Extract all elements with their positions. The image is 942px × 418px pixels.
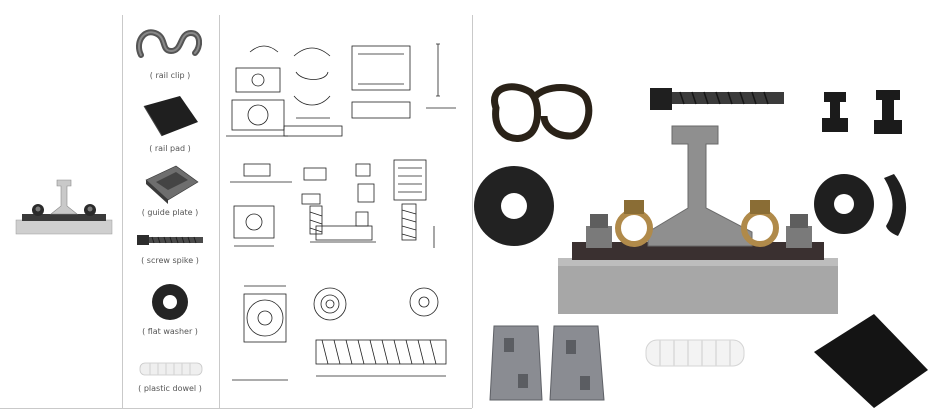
rail-clip-icon bbox=[135, 29, 203, 58]
assembled-rail-fastening-photo bbox=[474, 83, 928, 408]
drawing-spike-detail bbox=[301, 167, 376, 243]
rail-clip-caption: ( rail clip ) bbox=[149, 71, 191, 80]
screw-spike-caption: ( screw spike ) bbox=[141, 256, 199, 265]
photo-plastic-dowel bbox=[645, 339, 745, 367]
photo-rail-clip bbox=[491, 83, 593, 142]
photo-rail-pad bbox=[814, 314, 928, 408]
technical-drawings bbox=[226, 43, 456, 381]
drawing-flat-washer bbox=[232, 285, 288, 381]
rail-pad-caption: ( rail pad ) bbox=[149, 144, 191, 153]
drawing-washer-side bbox=[355, 163, 375, 227]
divider-3 bbox=[472, 15, 473, 408]
drawing-threaded-dowel bbox=[315, 339, 447, 377]
photo-screw-spike bbox=[650, 88, 784, 110]
drawing-rail-clip bbox=[226, 45, 288, 137]
divider-1 bbox=[122, 15, 123, 408]
rail-pad-icon bbox=[143, 96, 198, 137]
drawing-clip-views bbox=[283, 47, 343, 137]
flat-washer-icon bbox=[152, 284, 188, 320]
photo-flat-washer bbox=[474, 166, 554, 246]
plastic-dowel-caption: ( plastic dowel ) bbox=[138, 384, 202, 393]
rail-fastening-assembly-thumbnail bbox=[15, 179, 113, 235]
drawing-guide-plate bbox=[351, 43, 456, 119]
guide-plate-icon bbox=[145, 165, 199, 204]
photo-rubber-parts bbox=[814, 174, 907, 236]
photo-guide-plates bbox=[489, 325, 605, 401]
bottom-rule bbox=[0, 408, 472, 409]
flat-washer-caption: ( flat washer ) bbox=[142, 327, 198, 336]
drawing-screw-spike bbox=[230, 163, 292, 247]
photo-assembly bbox=[558, 125, 838, 314]
guide-plate-caption: ( guide plate ) bbox=[141, 208, 199, 217]
photo-insulators bbox=[822, 90, 902, 134]
plastic-dowel-icon bbox=[139, 362, 203, 376]
drawing-washer-top bbox=[313, 287, 439, 321]
drawing-dowel-section bbox=[393, 159, 435, 248]
divider-2 bbox=[219, 15, 220, 408]
screw-spike-icon bbox=[137, 235, 203, 245]
